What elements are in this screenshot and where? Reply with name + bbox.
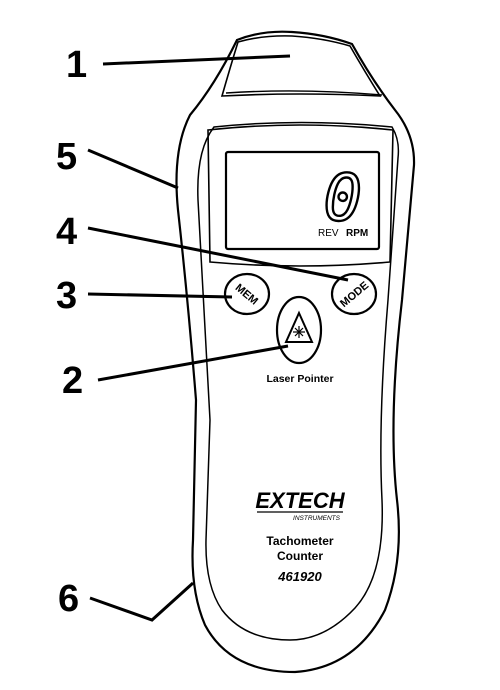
product-model: 461920 [277,569,322,584]
callout-line-6 [89,581,195,622]
front-panel [197,121,400,641]
callout-line-3 [87,292,233,299]
callout-line-2 [97,344,289,382]
sensor-nose-ridge [225,90,383,96]
lcd-rpm-label: RPM [346,228,368,239]
mem-button[interactable] [223,272,271,316]
product-line-2: Counter [277,549,323,563]
callout-1: 1 [66,44,88,86]
callout-3: 3 [56,275,78,317]
laser-burst-icon [293,326,305,338]
brand-subtitle: INSTRUMENTS [293,515,341,522]
callout-line-4 [87,226,349,282]
brand-logo: EXTECH [255,488,345,513]
display-bezel [207,124,394,267]
callout-line-1 [102,54,291,66]
callout-4: 4 [56,211,78,253]
callout-6: 6 [58,578,80,620]
lcd-digit: 0 [323,162,362,236]
sensor-nose [220,35,382,97]
callout-line-5 [87,148,179,190]
product-line-1: Tachometer [266,534,333,548]
callout-2: 2 [62,360,84,402]
lcd-screen [224,150,381,251]
callout-5: 5 [56,136,78,178]
laser-pointer-label: Laser Pointer [266,373,333,385]
lcd-rev-label: REV [318,228,339,239]
mode-button[interactable] [330,272,378,316]
